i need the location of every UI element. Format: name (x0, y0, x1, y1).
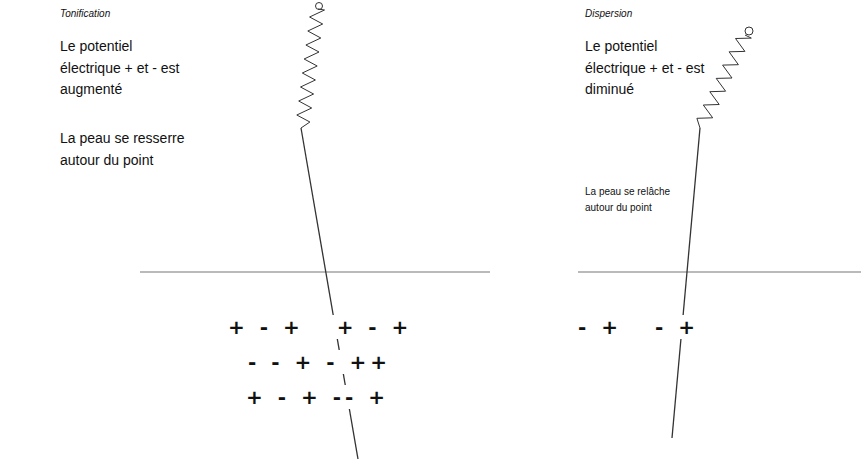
charge-signs: + - + -- + (246, 385, 389, 409)
charge-signs: + - + + - + (228, 315, 412, 339)
description-text: La peau se resserre autour du point (60, 128, 225, 171)
description-text: La peau se relâche autour du point (585, 184, 695, 215)
needle-handle (297, 9, 325, 128)
charge-signs: - + - + (578, 315, 699, 339)
description-text: Le potentiel électrique + et - est augme… (60, 36, 190, 101)
needle-handle (745, 27, 753, 35)
needle-handle (697, 35, 751, 128)
skin-line (578, 271, 861, 272)
needle-handle (316, 3, 323, 10)
description-text: Le potentiel électrique + et - est dimin… (585, 36, 715, 101)
charge-signs: - - + - ++ (248, 350, 391, 374)
panel-title: Tonification (60, 6, 220, 22)
needle (301, 128, 358, 459)
needle (672, 128, 700, 438)
skin-line (140, 271, 490, 272)
panel-title: Dispersion (585, 6, 745, 22)
